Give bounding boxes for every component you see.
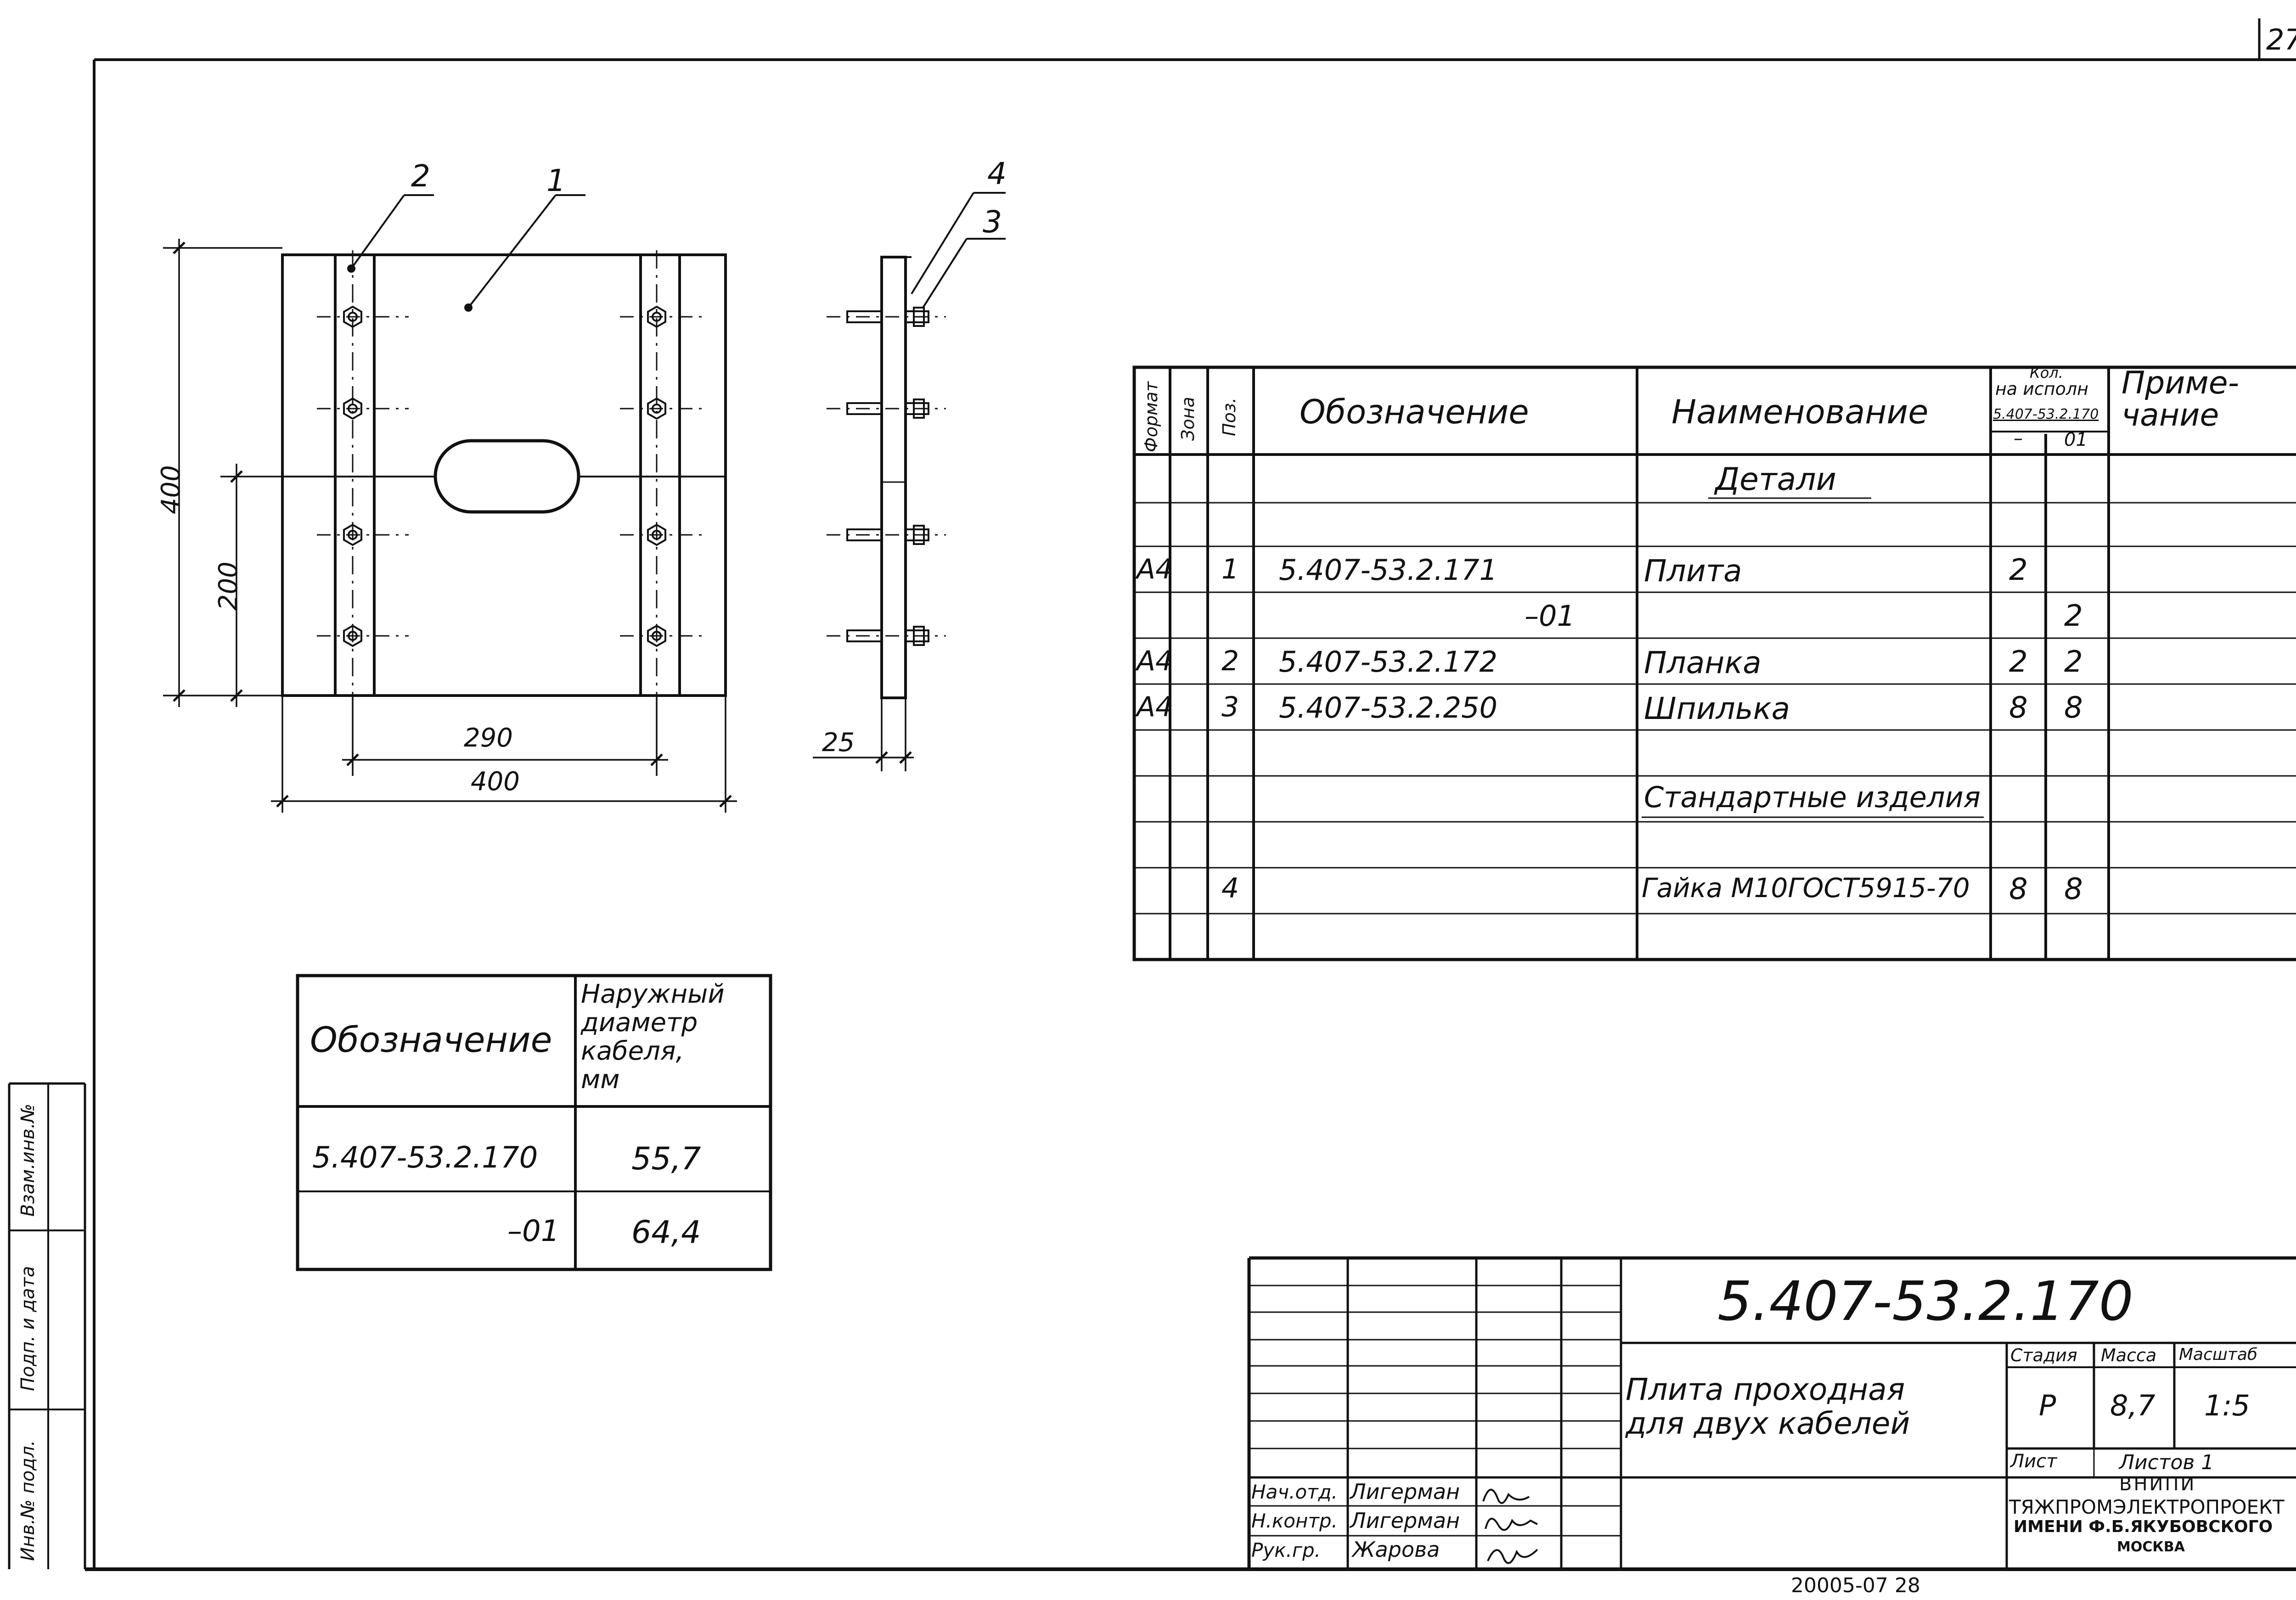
mass-label: Масса [2101,1345,2157,1365]
row5-q1: 8 [2009,872,2028,906]
row4-q1: 8 [2009,691,2028,725]
row3-name: Планка [1644,645,1761,680]
scale-label: Масштаб [2179,1345,2258,1364]
signer1-role: Нач.отд. [1251,1481,1338,1503]
signer2-role: Н.контр. [1251,1510,1338,1532]
row2-q2: 2 [2064,599,2083,633]
signer2-name: Лигерман [1350,1508,1460,1533]
stamp-inv-original: Инв.№ подл. [17,1440,39,1561]
signer1-name: Лигерман [1350,1479,1460,1504]
cable-row2-diameter: 64,4 [631,1214,701,1251]
hdr-qty-top: Кол. [2030,364,2063,382]
plate-side-view [813,192,1006,771]
spec-table-grid [1132,365,2296,961]
row1-name: Плита [1644,553,1742,589]
cable-hdr-designation: Обозначение [310,1019,552,1060]
sheets-label: Листов 1 [2119,1451,2214,1474]
scale-value: 1:5 [2204,1389,2250,1422]
hdr-zone: Зона [1178,397,1198,441]
hdr-qty-mid: на исполн [1995,379,2089,399]
row1-q1: 2 [2009,553,2028,587]
stage-label: Стадия [2010,1345,2077,1365]
corner-sheet-number: 27 [2266,23,2296,56]
stamp-replace-inv: Взам.инв.№ [17,1103,39,1217]
row2-designation: –01 [1525,599,1575,633]
stamp-sign-date: Подп. и дата [17,1266,39,1391]
stage-value: Р [2039,1389,2056,1422]
row5-q2: 8 [2064,872,2083,906]
row4-name: Шпилька [1644,691,1790,726]
signer3-role: Рук.гр. [1251,1539,1321,1561]
callout-1: 1 [546,163,566,198]
row1-pos: 1 [1221,553,1239,585]
hdr-designation: Обозначение [1300,393,1529,431]
signature-marks [1482,1488,1538,1564]
row4-format: А4 [1137,691,1173,723]
row4-designation: 5.407-53.2.250 [1279,691,1497,724]
mass-value: 8,7 [2110,1389,2155,1422]
doc-title: Плита проходная для двух кабелей [1626,1372,1910,1441]
callout-3: 3 [983,204,1002,240]
sheet-label: Лист [2010,1451,2057,1472]
title-block-grid [1247,1256,2296,1569]
cable-row2-designation: –01 [507,1214,560,1248]
row4-pos: 3 [1221,691,1239,723]
row3-format: А4 [1137,645,1173,677]
hdr-qty-col1: – [2014,428,2023,449]
hdr-pos: Поз. [1219,397,1239,436]
bottom-doc-code: 20005-07 28 [1791,1574,1920,1597]
row1-format: А4 [1137,553,1173,585]
signer3-name: Жарова [1352,1537,1440,1562]
row3-q2: 2 [2064,645,2083,679]
org-line2: ТЯЖПРОМЭЛЕКТРОПРОЕКТ [2009,1496,2285,1518]
hdr-qty-col2: 01 [2064,429,2088,450]
hdr-format: Формат [1141,381,1161,452]
row5-pos: 4 [1221,872,1239,904]
dim-height-400: 400 [156,465,186,514]
callout-2: 2 [411,158,430,194]
section-details: Детали [1715,461,1836,498]
row1-designation: 5.407-53.2.171 [1279,553,1497,587]
cable-hdr-diameter: Наружный диаметр кабеля, мм [581,979,725,1095]
cable-row1-diameter: 55,7 [631,1141,701,1177]
row4-q2: 8 [2064,691,2083,725]
hdr-qty-doc: 5.407-53.2.170 [1993,406,2099,422]
hdr-name: Наименование [1671,393,1929,431]
section-standard: Стандартные изделия [1644,780,1981,814]
dim-thickness-25: 25 [822,728,855,758]
dim-width-400: 400 [471,767,520,797]
org-line3: ИМЕНИ Ф.Б.ЯКУБОВСКОГО [2014,1517,2273,1536]
row3-q1: 2 [2009,645,2028,679]
row5-name: Гайка М10ГОСТ5915-70 [1642,872,1970,904]
org-line4: МОСКВА [2117,1539,2185,1555]
hdr-note: Приме- чание [2122,365,2240,433]
cable-table-grid [296,974,772,1271]
plate-front-view [163,194,737,813]
row3-designation: 5.407-53.2.172 [1279,645,1497,679]
cable-row1-designation: 5.407-53.2.170 [312,1141,538,1175]
row3-pos: 2 [1221,645,1239,677]
dim-height-200: 200 [214,561,243,611]
callout-4: 4 [987,156,1007,191]
dim-width-290: 290 [464,723,513,753]
doc-number: 5.407-53.2.170 [1717,1269,2133,1333]
org-line1: ВНИПИ [2119,1474,2196,1495]
